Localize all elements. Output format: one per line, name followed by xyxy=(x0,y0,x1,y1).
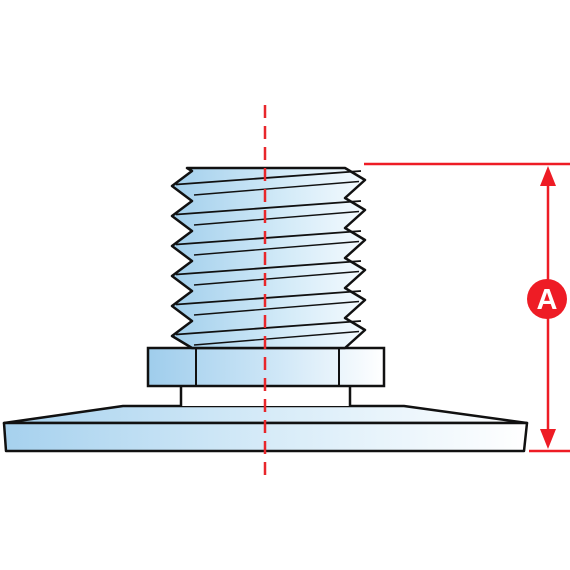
stud-neck xyxy=(179,386,352,406)
dimension-a: A xyxy=(364,162,570,453)
thread-crest-line xyxy=(175,200,362,216)
thread-profile xyxy=(170,166,367,350)
thread-root-line xyxy=(193,300,360,316)
thread-crest-line xyxy=(175,320,362,336)
arrowhead-bottom xyxy=(540,429,556,449)
thread-root-line xyxy=(193,180,360,196)
threaded-stud xyxy=(170,166,367,350)
thread-crest-line xyxy=(175,260,362,276)
base-plate xyxy=(2,404,529,453)
thread-root-line xyxy=(193,270,360,286)
thread-root-line xyxy=(193,330,360,346)
dimension-badge xyxy=(527,279,567,319)
thread-crest-line xyxy=(175,290,362,306)
thread-crest-line xyxy=(175,170,362,186)
dimension-label: A xyxy=(537,284,558,316)
arrowhead-top xyxy=(540,166,556,186)
thread-helix-lines xyxy=(175,170,362,346)
base-plate-front-face xyxy=(2,421,529,453)
thread-crest-line xyxy=(175,230,362,246)
thread-root-line xyxy=(193,210,360,226)
thread-root-line xyxy=(193,240,360,256)
